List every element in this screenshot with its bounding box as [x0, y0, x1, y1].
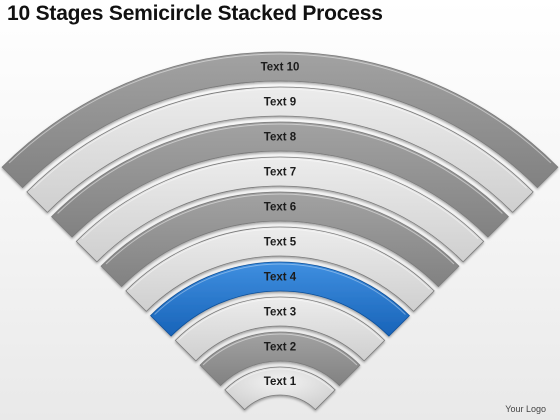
stage-label-7: Text 7	[264, 167, 296, 179]
stage-band-gloss-1	[227, 368, 333, 391]
stage-band-6	[100, 191, 460, 288]
stage-band-gloss-10	[8, 53, 552, 164]
stage-band-gloss-4	[154, 263, 406, 315]
stage-band-2	[199, 331, 361, 387]
stage-band-7	[75, 156, 485, 263]
stage-label-5: Text 5	[264, 237, 297, 249]
stage-label-8: Text 8	[264, 132, 297, 144]
stage-band-gloss-6	[105, 193, 455, 265]
stage-band-gloss-7	[81, 158, 479, 240]
stage-label-6: Text 6	[264, 202, 296, 214]
stage-label-4: Text 4	[264, 272, 297, 284]
stage-band-8	[51, 121, 509, 238]
stage-band-9	[26, 86, 534, 213]
stage-label-3: Text 3	[264, 307, 296, 319]
stage-band-gloss-8	[57, 123, 503, 214]
stage-band-gloss-5	[130, 228, 430, 290]
stage-label-1: Text 1	[264, 376, 297, 388]
stage-label-9: Text 9	[264, 97, 296, 109]
stage-band-gloss-9	[33, 88, 527, 189]
stage-band-1	[224, 366, 336, 411]
stage-band-gloss-2	[202, 333, 358, 366]
stage-label-2: Text 2	[264, 342, 296, 354]
stage-band-10	[1, 51, 559, 189]
page-title: 10 Stages Semicircle Stacked Process	[7, 2, 383, 25]
stage-label-10: Text 10	[261, 62, 300, 74]
stage-band-4	[150, 261, 410, 337]
logo-text: Your Logo	[505, 404, 546, 414]
stage-band-3	[174, 296, 386, 362]
stage-band-5	[125, 226, 435, 312]
stage-band-gloss-3	[178, 298, 382, 341]
